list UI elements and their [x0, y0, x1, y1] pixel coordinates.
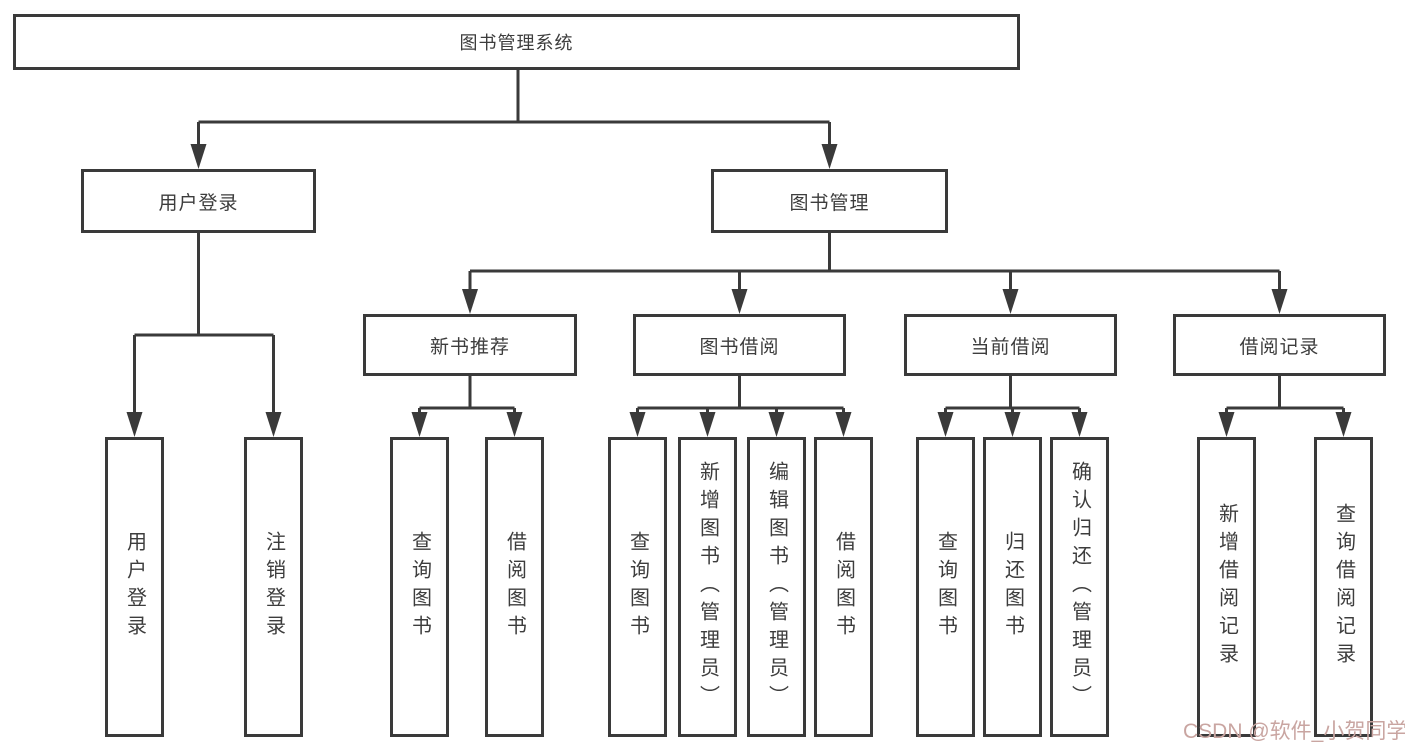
node-book-borrow: 图书借阅 — [633, 314, 846, 376]
node-new-book-recommend: 新书推荐 — [363, 314, 577, 376]
node-label: 查询图书 — [626, 531, 649, 643]
leaf-recommend-query-book: 查询图书 — [390, 437, 449, 737]
leaf-confirm-return-admin: 确认归还（管理员） — [1050, 437, 1109, 737]
leaf-recommend-borrow-book: 借阅图书 — [485, 437, 544, 737]
leaf-edit-book-admin: 编辑图书（管理员） — [747, 437, 806, 737]
node-label: 注销登录 — [262, 531, 285, 643]
node-label: 图书管理系统 — [459, 33, 574, 53]
node-label: 借阅记录 — [1239, 336, 1320, 358]
node-label: 借阅图书 — [832, 531, 855, 643]
node-label: 用户登录 — [123, 531, 146, 643]
node-label: 确认归还（管理员） — [1068, 461, 1091, 713]
leaf-current-query-book: 查询图书 — [916, 437, 975, 737]
node-label: 图书借阅 — [699, 336, 780, 358]
node-library-management-system: 图书管理系统 — [13, 14, 1020, 70]
leaf-add-borrow-record: 新增借阅记录 — [1197, 437, 1256, 737]
node-label: 查询图书 — [408, 531, 431, 643]
leaf-add-book-admin: 新增图书（管理员） — [678, 437, 737, 737]
node-label: 新增借阅记录 — [1215, 503, 1238, 671]
leaf-query-borrow-record: 查询借阅记录 — [1314, 437, 1373, 737]
node-label: 归还图书 — [1001, 531, 1024, 643]
node-label: 编辑图书（管理员） — [765, 461, 788, 713]
leaf-logout: 注销登录 — [244, 437, 303, 737]
node-label: 用户登录 — [158, 192, 239, 214]
node-label: 查询图书 — [934, 531, 957, 643]
leaf-borrow-book: 借阅图书 — [814, 437, 873, 737]
node-user-login: 用户登录 — [81, 169, 316, 233]
node-borrow-records: 借阅记录 — [1173, 314, 1386, 376]
csdn-watermark: CSDN @软件_小贺同学 — [1183, 720, 1405, 743]
node-label: 图书管理 — [789, 192, 870, 214]
node-label: 新书推荐 — [429, 336, 510, 358]
node-label: 查询借阅记录 — [1332, 503, 1355, 671]
node-label: 当前借阅 — [970, 336, 1051, 358]
node-current-borrow: 当前借阅 — [904, 314, 1117, 376]
node-book-management: 图书管理 — [711, 169, 948, 233]
leaf-borrow-query-book: 查询图书 — [608, 437, 667, 737]
leaf-return-book: 归还图书 — [983, 437, 1042, 737]
leaf-user-login: 用户登录 — [105, 437, 164, 737]
node-label: 借阅图书 — [503, 531, 526, 643]
node-label: 新增图书（管理员） — [696, 461, 719, 713]
